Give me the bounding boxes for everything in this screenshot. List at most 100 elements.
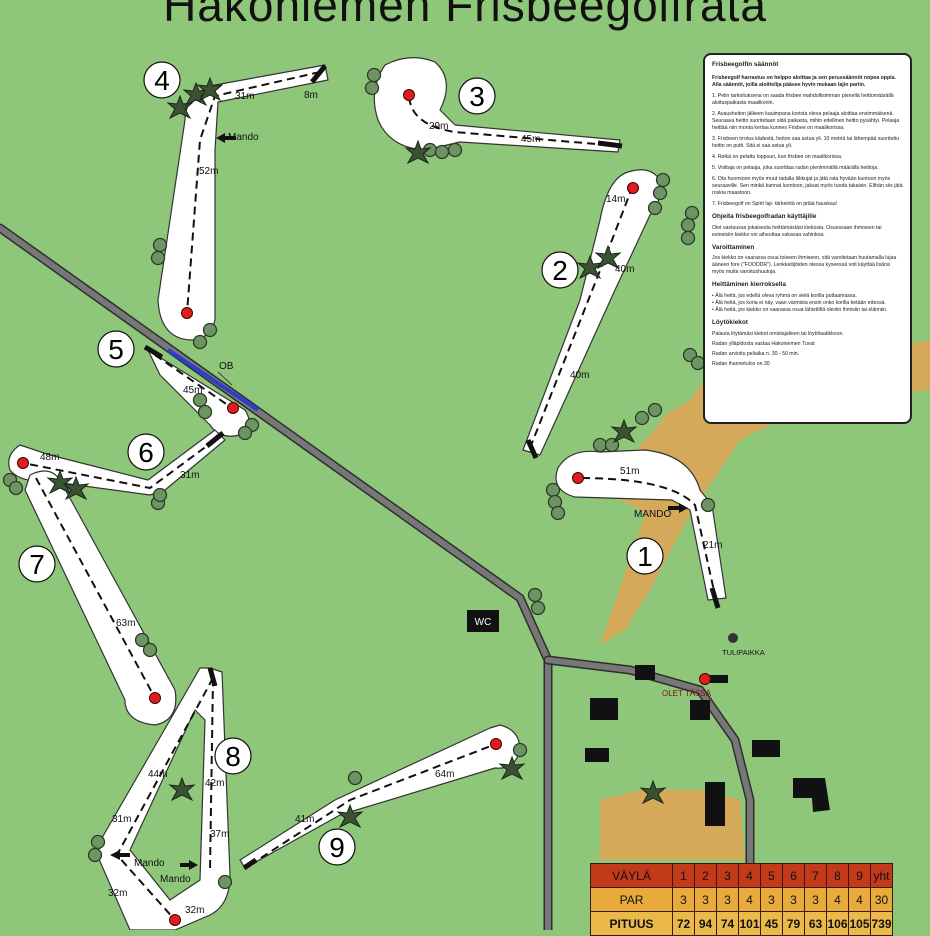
svg-text:2: 2 [552, 255, 568, 286]
footer-maintainer: Radan ylläpidosta vastaa Hakoniemen Tuva… [712, 340, 815, 347]
fairway-9 [239, 724, 521, 869]
hole-number-9: 9 [318, 828, 356, 866]
svg-text:5: 5 [108, 334, 124, 365]
ob-line [166, 348, 260, 412]
scorecard-hole: 7 [804, 863, 827, 888]
you-are-here-label: OLET TÄSSÄ [662, 689, 712, 698]
scorecard-par-label: PAR [590, 887, 673, 912]
wc-sign: WC [467, 610, 499, 632]
svg-text:8: 8 [225, 741, 241, 772]
throwing-list: Älä heitä, jos edellä oleva ryhmä on vie… [712, 293, 903, 314]
mando-label-1: MANDO [634, 509, 671, 520]
svg-text:32m: 32m [185, 905, 204, 916]
scorecard-hole: 2 [694, 863, 717, 888]
basket-9 [490, 738, 502, 750]
svg-text:40m: 40m [570, 370, 589, 381]
mando-label-8b: Mando [160, 874, 191, 885]
svg-text:8m: 8m [304, 90, 318, 101]
scorecard-par: 3 [782, 887, 805, 912]
svg-text:WC: WC [475, 617, 492, 628]
scorecard-par: 4 [848, 887, 871, 912]
svg-text:32m: 32m [108, 888, 127, 899]
map-title: Hakoniemen Frisbeegolfrata [163, 0, 767, 31]
scorecard-hole: yht [870, 863, 893, 888]
users-heading: Ohjeita frisbeegolfradan käyttäjille [712, 212, 817, 220]
scorecard-length-row: PITUUS 72 94 74 101 45 79 63 106 105 739 [590, 911, 893, 936]
fairway-8-inner [129, 709, 206, 901]
ob-label: OB [219, 361, 234, 372]
svg-text:7: 7 [29, 549, 45, 580]
svg-text:14m: 14m [606, 194, 625, 205]
hole-number-3: 3 [458, 77, 496, 115]
lost-heading: Löytökiekot [712, 318, 748, 326]
svg-text:21m: 21m [703, 540, 722, 551]
scorecard-par: 3 [760, 887, 783, 912]
svg-text:45m: 45m [521, 134, 540, 145]
scorecard-length: 105 [848, 911, 871, 936]
rule-item: 4. Reikä on pelattu loppuun, kun frisbee… [712, 153, 843, 160]
you-are-here-marker [699, 673, 711, 685]
svg-text:31m: 31m [112, 814, 131, 825]
mando-label-4: Mando [228, 132, 259, 143]
mando-arrows [110, 133, 688, 870]
svg-text:42m: 42m [205, 778, 224, 789]
scorecard-header-label: VÄYLÄ [590, 863, 673, 888]
svg-text:41m: 41m [295, 814, 314, 825]
scorecard-par: 3 [672, 887, 695, 912]
warning-heading: Varoittaminen [712, 243, 755, 251]
flight-lines [22, 71, 717, 921]
hole-number-1: 1 [626, 537, 664, 575]
svg-text:63m: 63m [116, 618, 135, 629]
scorecard-table: VÄYLÄ 1 2 3 4 5 6 7 8 9 yht PAR 3 3 3 4 … [590, 863, 893, 936]
rule-item: 6. Ota huomioon myös muut radalla liikku… [712, 175, 903, 196]
scorecard-length: 74 [716, 911, 739, 936]
scorecard-hole: 4 [738, 863, 761, 888]
svg-text:51m: 51m [620, 466, 639, 477]
warning-text: Jos kiekko on vaarassa osua toiseen ihmi… [712, 255, 897, 276]
hole-number-5: 5 [97, 330, 135, 368]
scorecard-par: 4 [826, 887, 849, 912]
svg-text:44m: 44m [148, 769, 167, 780]
scorecard-hole: 5 [760, 863, 783, 888]
scorecard-par-row: PAR 3 3 3 4 3 3 3 4 4 30 [590, 887, 893, 912]
svg-text:31m: 31m [180, 470, 199, 481]
scorecard-par: 3 [694, 887, 717, 912]
scorecard-length: 739 [870, 911, 893, 936]
scorecard-par: 3 [716, 887, 739, 912]
rule-item: 5. Voittaja on pelaaja, joka suorittaa r… [712, 164, 879, 171]
scorecard-par: 3 [804, 887, 827, 912]
map-labels: Mando MANDO Mando Mando OB TULIPAIKKA OL… [134, 132, 765, 885]
basket-4 [181, 307, 193, 319]
hole-number-8: 8 [214, 737, 252, 775]
hole-numbers: 1 2 3 4 5 6 7 8 9 [18, 61, 664, 866]
scorecard-length: 45 [760, 911, 783, 936]
rule-item: 3. Frisbeen irrotus kädestä, heiton saa … [712, 135, 900, 149]
fairways [8, 57, 727, 930]
scorecard-par: 4 [738, 887, 761, 912]
throwing-item: Älä heitä, jos edellä oleva ryhmä on vie… [712, 293, 903, 300]
basket-7 [149, 692, 161, 704]
lost-text: Palauta löytämäsi kiekot omistajalleen t… [712, 330, 844, 337]
hole-number-4: 4 [143, 61, 181, 99]
hole-number-6: 6 [127, 433, 165, 471]
fire-pit-marker [728, 633, 738, 643]
scorecard-hole: 9 [848, 863, 871, 888]
scorecard-hole: 8 [826, 863, 849, 888]
mando-label-8a: Mando [134, 858, 165, 869]
rule-item: 2. Avausheiton jälkeen kauimpana korista… [712, 110, 900, 131]
scorecard-length: 101 [738, 911, 761, 936]
hole-number-2: 2 [541, 251, 579, 289]
baskets [17, 89, 711, 926]
rules-panel: Frisbeegolfin säännöt Frisbeegolf harras… [703, 53, 912, 424]
svg-text:6: 6 [138, 437, 154, 468]
distance-labels: 51m 21m 14m 40m 40m 29m 45m 31m 8m 52m 4… [40, 90, 722, 916]
buildings [585, 665, 830, 826]
svg-text:31m: 31m [235, 91, 254, 102]
svg-text:1: 1 [637, 541, 653, 572]
svg-text:9: 9 [329, 832, 345, 863]
rule-item: 7. Frisbeegolf on Spirit laji- tärkeintä… [712, 200, 838, 207]
svg-text:45m: 45m [183, 385, 202, 396]
basket-3 [403, 89, 415, 101]
scorecard-par: 30 [870, 887, 893, 912]
users-text: Olet vastuussa jokaisesta heittämästäsi … [712, 224, 882, 238]
